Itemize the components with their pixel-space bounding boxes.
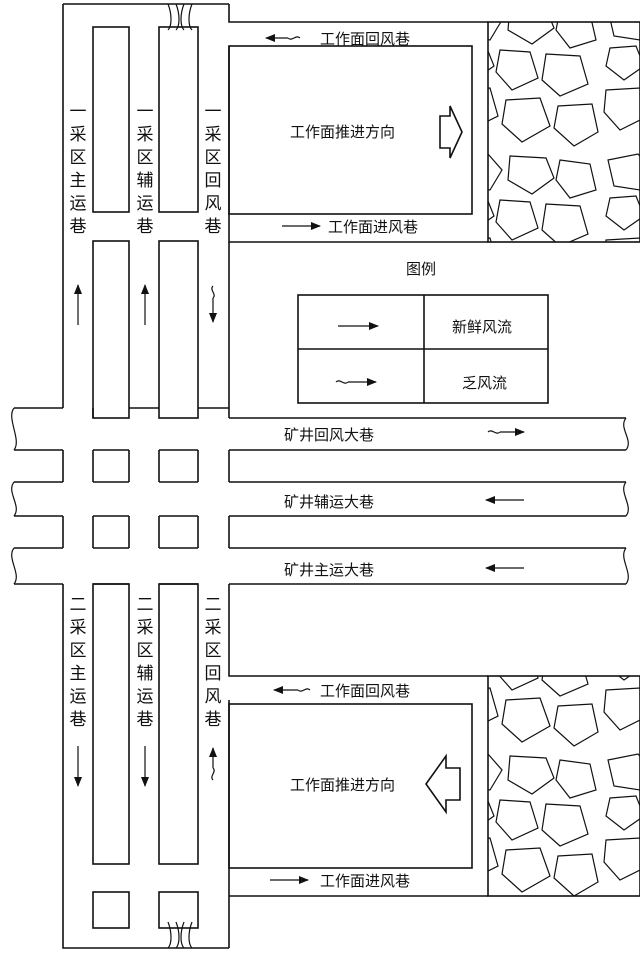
- district-1-airways: [62, 3, 488, 419]
- district-1-face-intake-label: 工作面进风巷: [328, 218, 418, 236]
- legend-title: 图例: [406, 260, 436, 278]
- district-2-face-return-label: 工作面回风巷: [320, 682, 410, 700]
- mine-aux-roadway-label: 矿井辅运大巷: [284, 493, 374, 511]
- air-door-top: [167, 3, 193, 31]
- legend-fresh-label: 新鲜风流: [452, 318, 512, 336]
- advance-arrow-1: [439, 105, 463, 159]
- district-2-return-label: 二采区回风巷: [205, 595, 222, 730]
- advance-arrow-2: [425, 753, 461, 815]
- airflow-arrows: [74, 34, 525, 884]
- district-2-face-intake-label: 工作面进风巷: [320, 872, 410, 890]
- goaf-area-1: [487, 21, 640, 243]
- legend: 图例 新鲜风流 乏风流: [297, 260, 549, 404]
- main-roadways: [11, 407, 629, 585]
- mine-main-roadway-label: 矿井主运大巷: [284, 561, 374, 579]
- district-1-advance-label: 工作面推进方向: [290, 123, 395, 141]
- goaf-area-2: [487, 675, 640, 897]
- district-2-aux-haul-label: 二采区辅运巷: [137, 595, 154, 730]
- district-2-advance-label: 工作面推进方向: [290, 776, 395, 794]
- district-2-airways: [62, 583, 488, 949]
- air-door-bottom: [167, 921, 193, 949]
- district-1-return-label: 一采区回风巷: [205, 102, 222, 237]
- district-1-main-haul-label: 一采区主运巷: [70, 102, 87, 237]
- legend-stale-arrow: [335, 380, 349, 384]
- district-2-main-haul-label: 二采区主运巷: [70, 595, 87, 730]
- district-1-face-return-label: 工作面回风巷: [320, 30, 410, 48]
- mine-return-roadway-label: 矿井回风大巷: [284, 426, 374, 444]
- district-1-aux-haul-label: 一采区辅运巷: [137, 102, 154, 237]
- legend-stale-label: 乏风流: [462, 374, 507, 392]
